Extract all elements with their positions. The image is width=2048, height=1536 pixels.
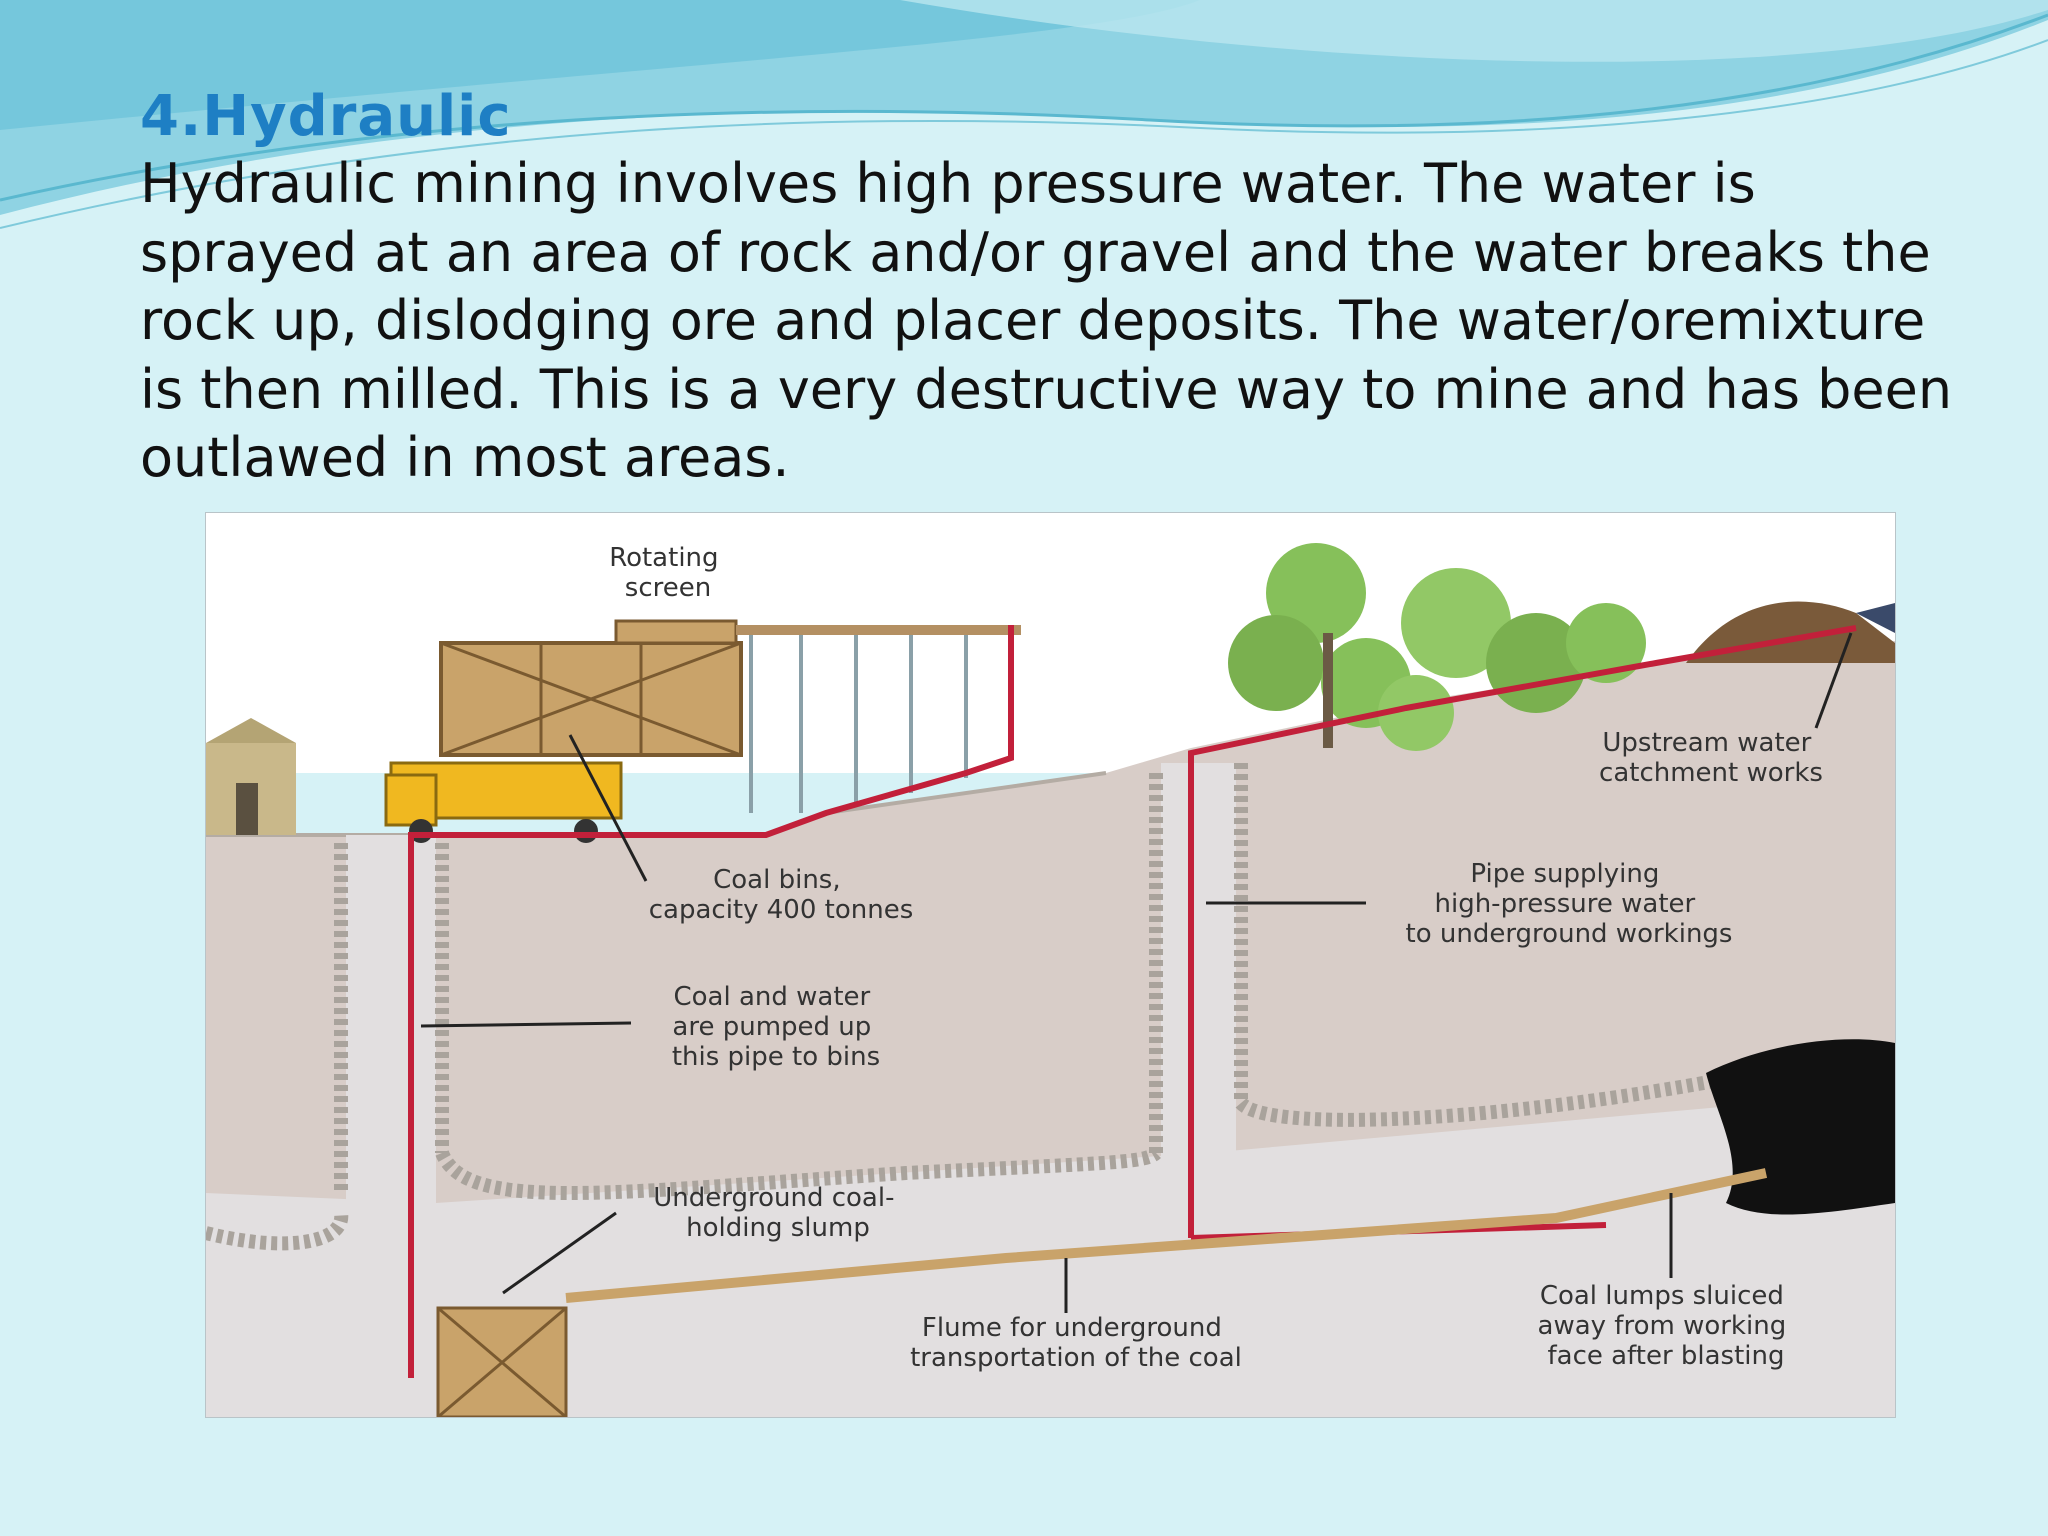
label-rotating-screen: Rotating screen	[609, 543, 727, 603]
coal-bin-structure	[439, 619, 1021, 813]
gravel-lining	[206, 763, 1758, 1251]
lower-tunnel	[206, 1073, 1895, 1417]
wave-decoration	[0, 0, 2048, 229]
coal-face	[1706, 1039, 1895, 1215]
label-coal-and-water: Coal and water are pumped up this pipe t…	[672, 982, 880, 1072]
label-coal-bins: Coal bins, capacity 400 tonnes	[649, 865, 914, 925]
pointer-lines	[420, 632, 1853, 1313]
flume	[565, 1168, 1768, 1303]
slide-title: 4.Hydraulic	[140, 84, 512, 149]
hydraulic-mining-diagram: Rotating screen Coal bins, capacity 400 …	[205, 512, 1896, 1418]
slide-body-text: Hydraulic mining involves high pressure …	[140, 152, 1953, 489]
trees	[1228, 543, 1646, 751]
label-underground-slump: Underground coal- holding slump	[653, 1183, 903, 1243]
label-flume: Flume for underground transportation of …	[910, 1313, 1242, 1373]
label-coal-lumps: Coal lumps sluiced away from working fac…	[1538, 1281, 1795, 1371]
label-upstream: Upstream water catchment works	[1599, 728, 1823, 788]
truck	[384, 761, 623, 843]
label-pipe-supplying: Pipe supplying high-pressure water to un…	[1406, 859, 1733, 949]
right-shaft	[1161, 763, 1236, 1193]
holding-sump	[436, 1306, 568, 1417]
left-shaft	[346, 835, 436, 1415]
